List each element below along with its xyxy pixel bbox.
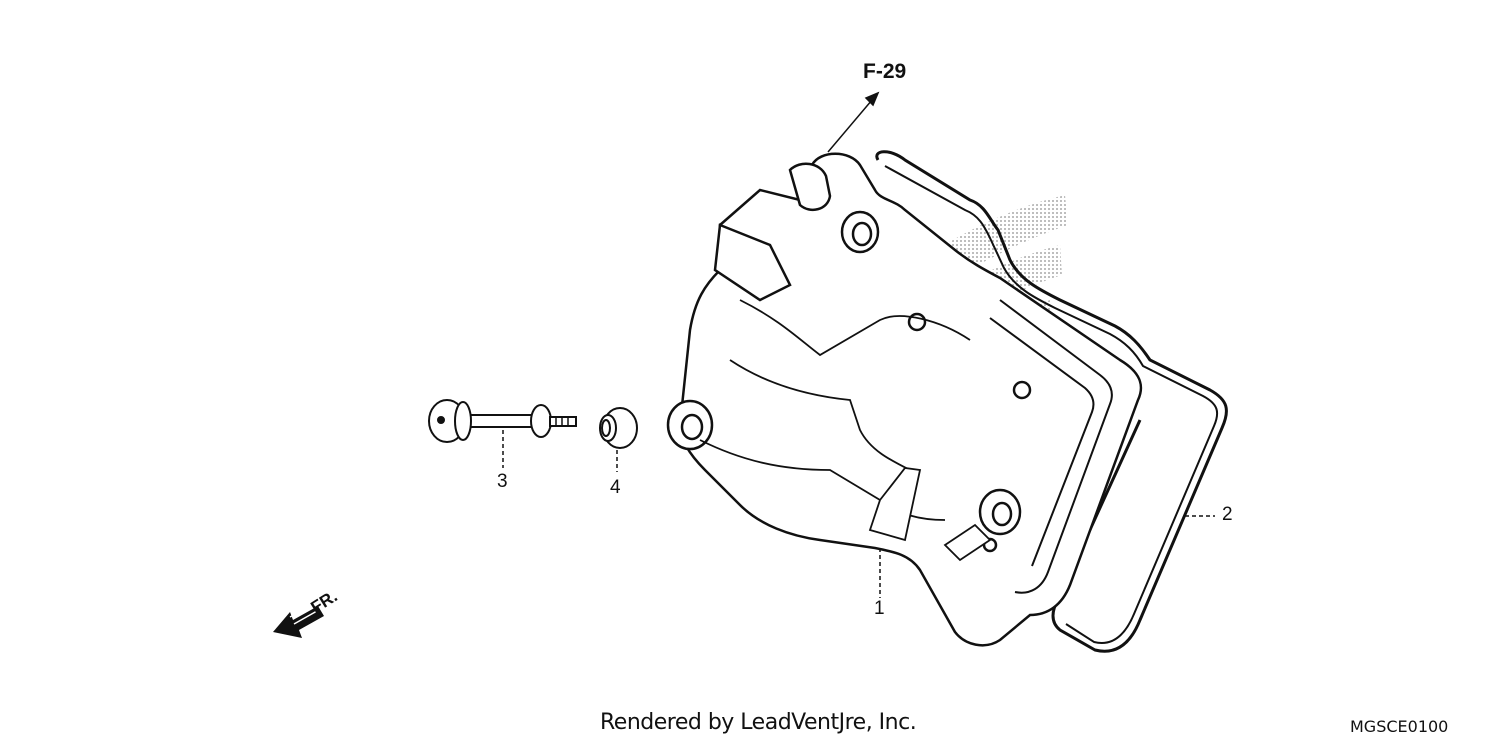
callout-1: 1 (874, 598, 885, 619)
callout-3: 3 (497, 471, 508, 492)
callout-2: 2 (1222, 504, 1233, 525)
leader-lines (502, 430, 1215, 598)
render-credit: Rendered by LeadVentJre, Inc. (600, 710, 917, 735)
bolt-part-3 (428, 399, 577, 443)
reference-arrow (827, 91, 880, 153)
grommet-part-4 (599, 407, 638, 449)
cylinder-head-cover-part-1 (666, 152, 1143, 647)
callout-4: 4 (610, 477, 621, 498)
gasket-part-2 (875, 150, 1228, 653)
front-direction-arrow-icon (273, 603, 324, 638)
reference-label: F-29 (863, 60, 907, 83)
diagram-code: MGSCE0100 (1350, 717, 1449, 736)
